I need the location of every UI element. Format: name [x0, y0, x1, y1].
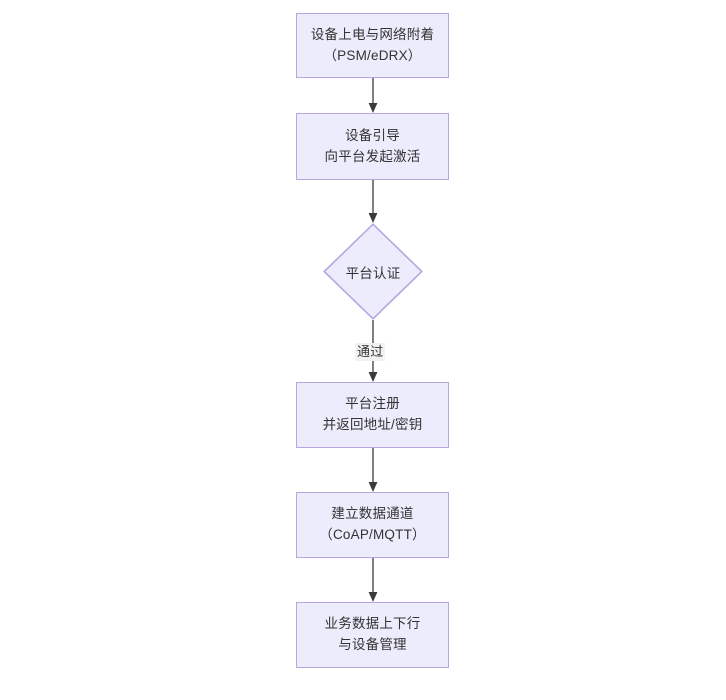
node-data-channel[interactable]: 建立数据通道 （CoAP/MQTT） — [296, 492, 449, 558]
node-bootstrap[interactable]: 设备引导 向平台发起激活 — [296, 113, 449, 180]
node-bootstrap-line-2: 向平台发起激活 — [324, 148, 421, 164]
connector-bootstrap-to-platform-auth — [363, 180, 383, 223]
connector-data-channel-to-business-data — [363, 558, 383, 602]
edge-label-pass: 通过 — [355, 343, 386, 362]
node-business-data-line-2: 与设备管理 — [338, 637, 407, 652]
connector-platform-register-to-data-channel — [363, 448, 383, 492]
node-platform-register[interactable]: 平台注册 并返回地址/密钥 — [296, 382, 449, 448]
node-platform-auth[interactable]: 平台认证 — [323, 223, 423, 320]
node-data-channel-line-1: 建立数据通道 — [331, 506, 414, 522]
node-power-on-line-1: 设备上电与网络附着 — [310, 26, 435, 42]
node-bootstrap-line-1: 设备引导 — [345, 127, 400, 143]
node-business-data-line-1: 业务数据上下行 — [324, 616, 421, 632]
node-power-on[interactable]: 设备上电与网络附着 （PSM/eDRX） — [296, 13, 449, 78]
node-platform-register-line-2: 并返回地址/密钥 — [322, 417, 423, 432]
connector-power-on-to-bootstrap — [363, 78, 383, 113]
node-power-on-line-2: （PSM/eDRX） — [323, 47, 422, 63]
node-business-data[interactable]: 业务数据上下行 与设备管理 — [296, 602, 449, 668]
node-data-channel-line-2: （CoAP/MQTT） — [319, 527, 426, 542]
node-platform-register-line-1: 平台注册 — [345, 396, 400, 412]
